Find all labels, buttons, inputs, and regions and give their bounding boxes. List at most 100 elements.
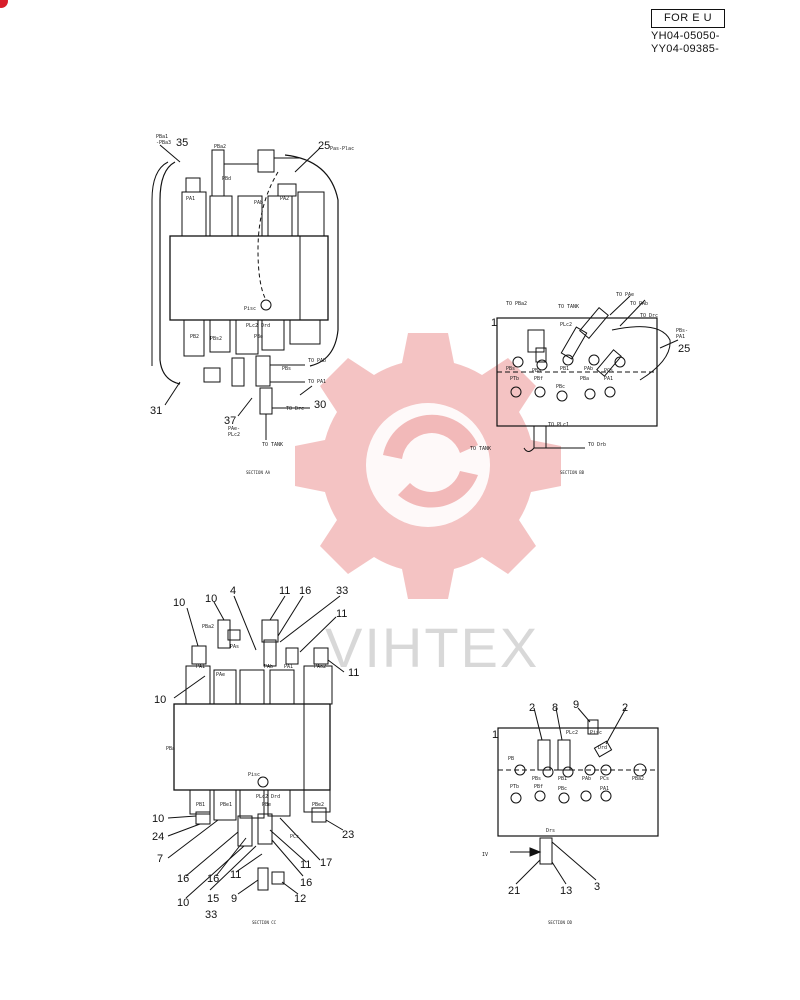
callout-33-b: 33 <box>205 909 217 921</box>
port-pb-dd: PB <box>508 756 514 762</box>
section-aa-drawing <box>151 144 339 440</box>
callout-2-a: 2 <box>529 702 535 714</box>
section-cc-caption: SECTION CC <box>252 920 277 925</box>
port-pba-cc: PBa <box>166 746 175 752</box>
callout-10-b: 10 <box>205 593 217 605</box>
port-pba2-dd: PBa2 <box>632 776 644 782</box>
callout-10-d: 10 <box>152 813 164 825</box>
label-to-drc: TO Drc <box>286 406 304 412</box>
callout-10-c: 10 <box>154 694 166 706</box>
port-pa2: PA2 <box>280 196 289 202</box>
callout-33-a: 33 <box>336 585 348 597</box>
callout-24: 24 <box>152 831 164 843</box>
callout-21: 21 <box>508 885 520 897</box>
section-aa-labels: 35 25 31 37 30 PBa1-PBa3 PBa2 PBd PAb PA… <box>150 134 354 475</box>
callout-3: 3 <box>594 881 600 893</box>
label-to-drc-bb: TO Drc <box>640 313 658 319</box>
port-pae-cc: PAe <box>216 672 225 678</box>
port-pbs: PBs <box>282 366 291 372</box>
watermark-gear-logo <box>295 333 561 599</box>
section-aa-caption: SECTION AA <box>246 470 271 475</box>
port-pba-2-bb: PBa <box>580 376 589 382</box>
port-pa1-dd: PA1 <box>600 786 609 792</box>
port-pas-plac: Pas-Plac <box>330 146 354 152</box>
port-pa1b-cc: PA1 <box>284 664 293 670</box>
callout-1-bb: 1 <box>491 317 497 329</box>
port-pab-dd: PAb <box>582 776 591 782</box>
port-pcs-dd: PCs <box>600 776 609 782</box>
section-bb-labels: 1 25 TO PBa2 TO TANK TO PAe TO PAb TO Dr… <box>470 292 690 475</box>
section-dd-drawing <box>497 707 659 885</box>
port-pba-bb: PBa <box>532 368 541 374</box>
watermark-text: VIHTEX <box>325 616 540 679</box>
port-plc2-drd-cc: PLc2 Drd <box>256 794 280 800</box>
label-to-pba2: TO PBa2 <box>506 301 527 307</box>
port-pcs-bb: PCs <box>604 368 613 374</box>
region-label-box: FOR E U <box>651 9 725 28</box>
section-bb-drawing <box>496 295 679 452</box>
port-pa1-bb: PA1 <box>604 376 613 382</box>
port-pbf-dd: PBf <box>534 784 543 790</box>
view-mark-iv: IV <box>482 852 488 858</box>
callout-37: 37 <box>224 415 236 427</box>
label-to-pae: TO PAe <box>616 292 634 298</box>
callout-11-d: 11 <box>230 869 241 881</box>
port-pas-cc: PAs <box>230 644 239 650</box>
callout-7: 7 <box>157 853 163 865</box>
label-to-tank-bb: TO TANK <box>470 446 491 452</box>
callout-2-b: 2 <box>622 702 628 714</box>
callout-9-dd: 9 <box>573 699 579 711</box>
callout-15: 15 <box>207 893 219 905</box>
port-plc2-drd: PLc2 Drd <box>246 323 270 329</box>
port-ptb-bb: PTb <box>510 376 519 382</box>
callout-11-e: 11 <box>300 859 311 871</box>
port-ptb-dd: PTb <box>510 784 519 790</box>
port-pab-bb: PAb <box>584 366 593 372</box>
label-to-pab: TO PAb <box>308 358 326 364</box>
port-pbs-pa1: PBs-PA1 <box>676 328 688 340</box>
label-to-pab-bb: TO PAb <box>630 301 648 307</box>
callout-10-e: 10 <box>177 897 189 909</box>
label-to-tank-top: TO TANK <box>558 304 579 310</box>
callout-16-c: 16 <box>207 873 219 885</box>
section-dd-labels: 2 8 9 2 1 21 13 3 PLc2 Pisc Drd PB PBs P… <box>482 699 644 925</box>
callout-23: 23 <box>342 829 354 841</box>
callout-1-dd: 1 <box>492 729 498 741</box>
section-dd-caption: SECTION DD <box>548 920 573 925</box>
port-drd-dd: Drd <box>598 745 607 751</box>
callout-11-a: 11 <box>279 585 290 597</box>
callout-16-a: 16 <box>299 585 311 597</box>
callout-30: 30 <box>314 399 326 411</box>
serial-number-2: YY04-09385- <box>651 43 720 55</box>
port-pba2: PBa2 <box>214 144 226 150</box>
label-to-pa1: TO PA1 <box>308 379 326 385</box>
port-pbe-cc: PBe <box>262 802 271 808</box>
callout-25-bb: 25 <box>678 343 690 355</box>
section-bb-caption: SECTION BB <box>560 470 585 475</box>
port-pba2-cc: PBa2 <box>202 624 214 630</box>
callout-4: 4 <box>230 585 236 597</box>
port-pb1-bb: PB1 <box>560 366 569 372</box>
port-pbc-bb: PBc <box>556 384 565 390</box>
port-pa1: PA1 <box>186 196 195 202</box>
callout-11-c: 11 <box>348 667 359 679</box>
callout-31: 31 <box>150 405 162 417</box>
port-pb1-cc: PB1 <box>196 802 205 808</box>
port-plc2-dd: PLc2 <box>566 730 578 736</box>
port-plc2-bb: PLc2 <box>560 322 572 328</box>
port-pbc-dd: PBc <box>558 786 567 792</box>
port-pa1-cc: PA1 <box>196 664 205 670</box>
port-pisc: Pisc <box>244 306 256 312</box>
port-pbs-dd: PBs <box>532 776 541 782</box>
serial-number-1: YH04-05050- <box>651 30 720 42</box>
callout-10-a: 10 <box>173 597 185 609</box>
callout-17: 17 <box>320 857 332 869</box>
port-pae-plc2: PAe-PLc2 <box>228 426 240 438</box>
callout-25: 25 <box>318 140 330 152</box>
port-pcs-cc: PCs <box>290 834 299 840</box>
port-pbs2: PBs2 <box>210 336 222 342</box>
port-pbe1-cc: PBe1 <box>220 802 232 808</box>
callout-11-b: 11 <box>336 608 347 620</box>
port-pab-cc: PAb <box>264 664 273 670</box>
